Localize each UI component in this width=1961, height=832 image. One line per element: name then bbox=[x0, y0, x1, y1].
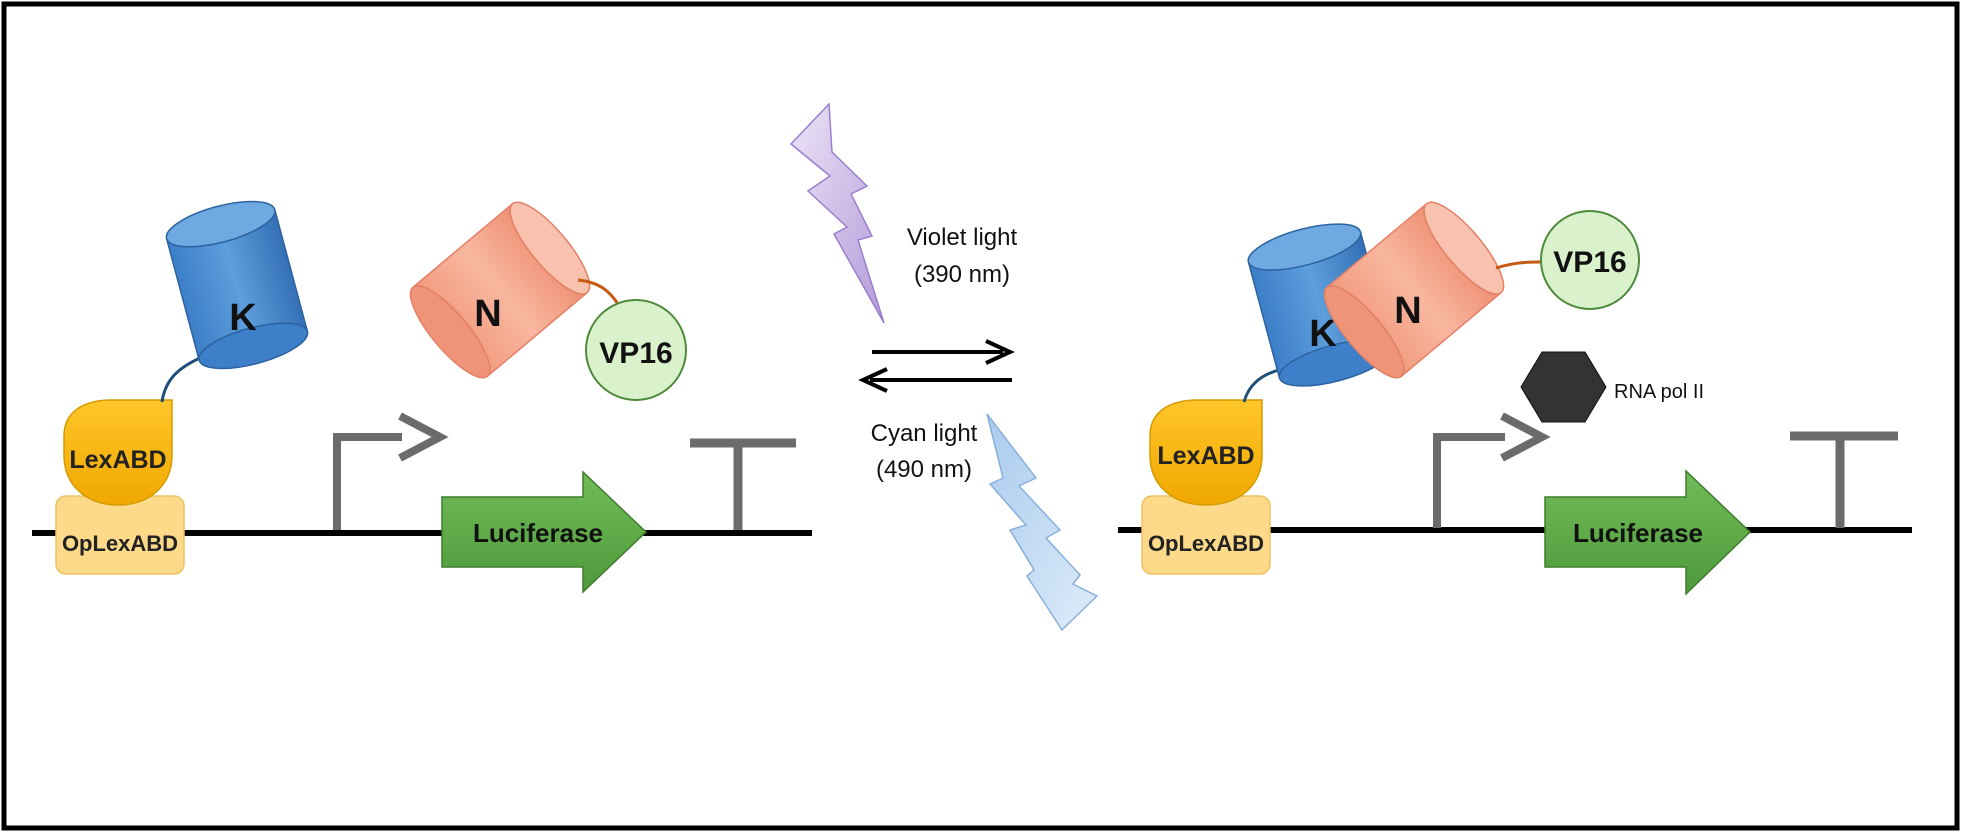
left-lexabd-label: LexABD bbox=[69, 446, 166, 474]
left-promoter-arrow bbox=[333, 433, 402, 530]
right-promoter-arrowhead bbox=[1500, 412, 1551, 462]
left-lexabd-domain bbox=[63, 399, 173, 506]
rna-pol-ii-label: RNA pol II bbox=[1614, 381, 1704, 403]
left-terminator bbox=[690, 438, 796, 530]
left-luciferase-arrow bbox=[441, 470, 648, 594]
cyan-wavelength-label: (490 nm) bbox=[876, 456, 972, 483]
reverse-arrowhead-icon bbox=[858, 367, 888, 393]
left-vp16-linker bbox=[577, 278, 620, 305]
left-promoter-arrowhead bbox=[398, 412, 449, 462]
right-luciferase-arrow bbox=[1544, 469, 1752, 596]
left-k-label: K bbox=[229, 297, 257, 339]
violet-light-label: Violet light bbox=[907, 224, 1018, 251]
right-k-label: K bbox=[1309, 313, 1337, 355]
forward-arrowhead-icon bbox=[985, 339, 1015, 365]
left-oplexabd-label: OpLexABD bbox=[62, 531, 178, 556]
right-lexabd-label: LexABD bbox=[1157, 442, 1254, 470]
left-luciferase-label: Luciferase bbox=[473, 518, 603, 548]
cyan-lightning-icon bbox=[986, 413, 1099, 632]
left-vp16-domain bbox=[585, 299, 687, 401]
right-vp16-domain bbox=[1540, 210, 1640, 310]
right-construct: OpLexABD LexABD K N VP16 RNA pol II bbox=[1118, 201, 1912, 596]
left-n-cylinder bbox=[409, 201, 591, 379]
left-construct: OpLexABD LexABD K N VP16 Luciferase bbox=[32, 200, 812, 594]
right-n-label: N bbox=[1394, 290, 1421, 332]
right-oplexabd-label: OpLexABD bbox=[1148, 531, 1264, 556]
rna-pol-ii-hexagon bbox=[1520, 351, 1607, 423]
right-vp16-linker bbox=[1495, 260, 1542, 270]
right-n-cylinder bbox=[1323, 201, 1505, 379]
right-terminator bbox=[1790, 431, 1898, 528]
left-k-cylinder bbox=[165, 200, 309, 370]
left-vp16-label: VP16 bbox=[599, 337, 672, 370]
left-n-label: N bbox=[474, 293, 501, 335]
right-vp16-label: VP16 bbox=[1553, 246, 1626, 279]
left-k-linker bbox=[160, 356, 201, 403]
cyan-light-label: Cyan light bbox=[871, 420, 978, 447]
light-switch: Violet light (390 nm) Cyan light (490 nm… bbox=[789, 102, 1099, 632]
right-lexabd-domain bbox=[1149, 399, 1263, 506]
violet-wavelength-label: (390 nm) bbox=[914, 261, 1010, 288]
violet-lightning-icon bbox=[789, 102, 885, 324]
right-promoter-arrow bbox=[1433, 433, 1505, 528]
right-luciferase-label: Luciferase bbox=[1573, 518, 1703, 548]
